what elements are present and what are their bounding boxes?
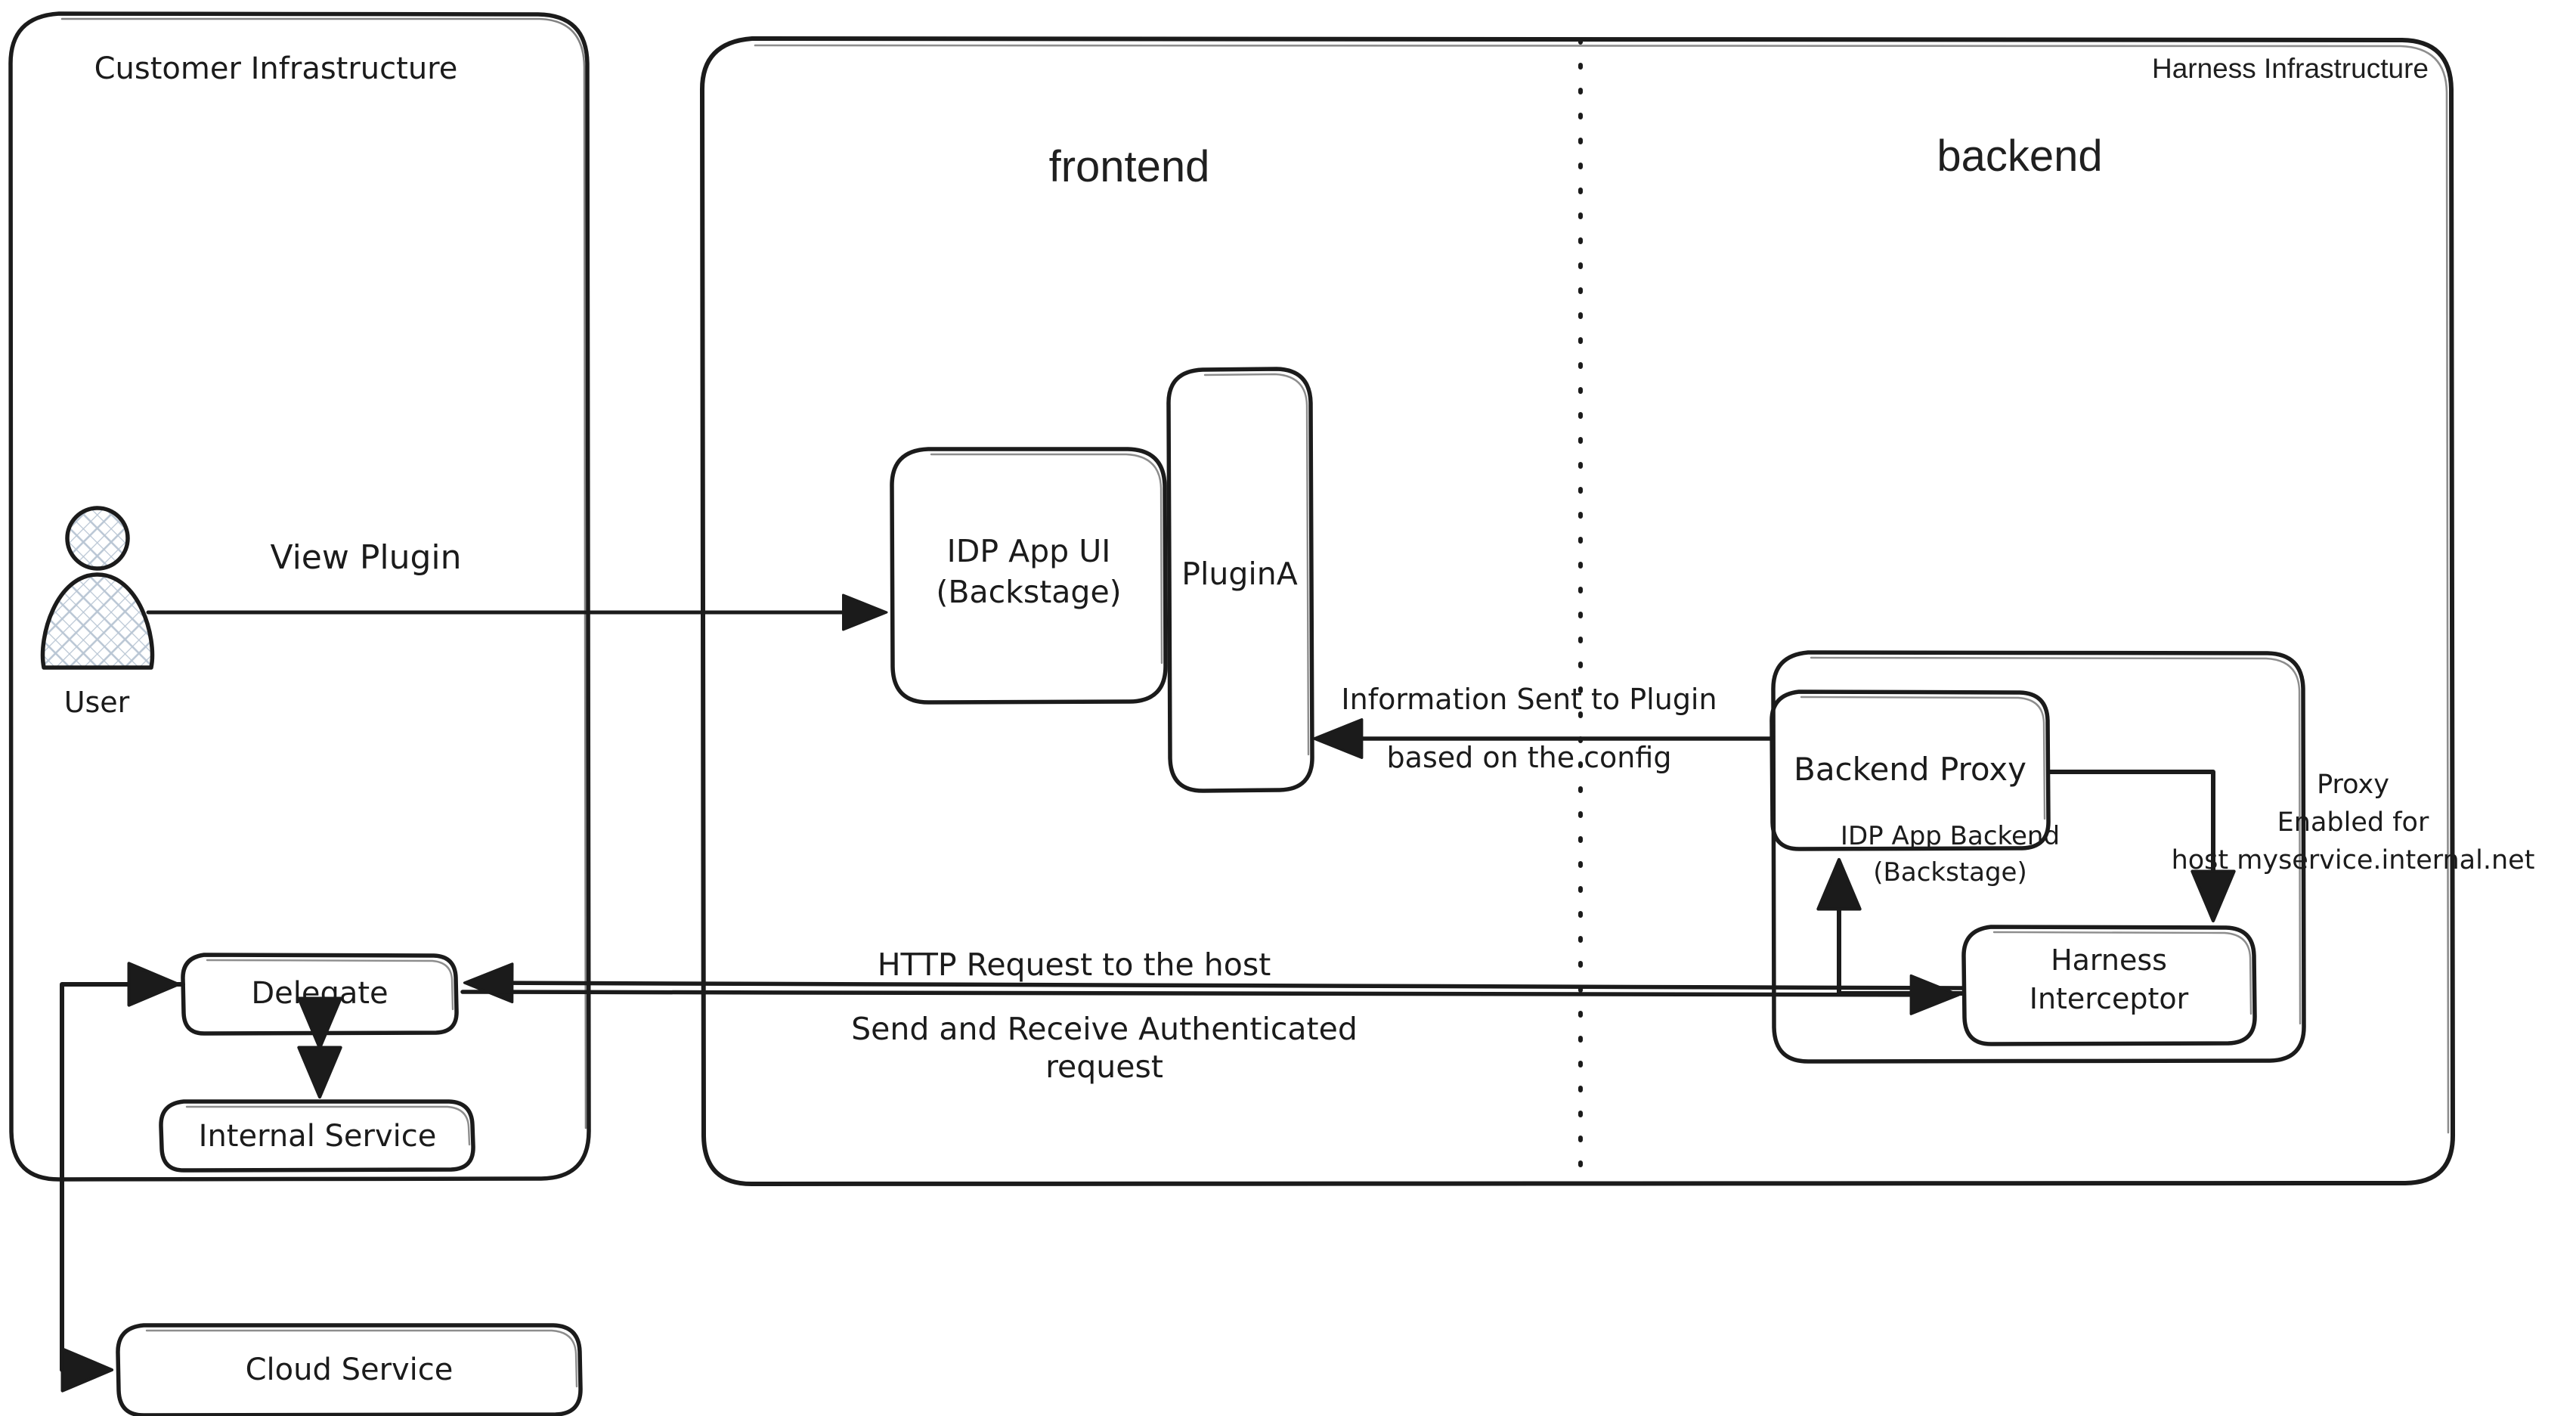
node-harness-interceptor-label-line1: Harness (2051, 943, 2167, 977)
edge-proxy-to-interceptor (2046, 770, 2236, 923)
node-delegate-label: Delegate (251, 976, 388, 1011)
annotation-proxy-enabled-line2: Enabled for (2277, 807, 2429, 838)
node-plugin-a[interactable] (1166, 367, 1314, 793)
annotation-proxy-enabled-line1: Proxy (2317, 770, 2389, 800)
node-delegate[interactable] (181, 953, 459, 1036)
edge-label-information-sent-line1: Information Sent to Plugin (1341, 683, 1717, 716)
node-idp-app-ui-label-line1: IDP App UI (947, 533, 1111, 569)
node-plugin-a-label: PluginA (1181, 556, 1298, 592)
customer-infrastructure-label: Customer Infrastructure (94, 51, 458, 86)
user-actor-label: User (64, 686, 130, 719)
edge-label-send-receive-line1: Send and Receive Authenticated (851, 1011, 1358, 1047)
node-idp-app-backend-group (1771, 650, 2306, 1064)
edge-label-send-receive-line2: request (1045, 1049, 1163, 1085)
node-idp-app-ui[interactable] (890, 447, 1168, 705)
container-harness-infrastructure (699, 36, 2456, 1187)
edge-authenticated-request-to-interceptor (460, 974, 1961, 1015)
node-idp-app-ui-label-line2: (Backstage) (936, 574, 1121, 610)
edge-label-view-plugin: View Plugin (270, 538, 461, 577)
node-cloud-service[interactable] (116, 1323, 583, 1416)
container-customer-infrastructure (8, 11, 591, 1182)
node-backend-proxy[interactable] (1769, 689, 2051, 851)
node-cloud-service-label: Cloud Service (246, 1352, 454, 1387)
edge-delegate-to-cloud-service (60, 982, 185, 1393)
node-idp-app-backend-label-line2: (Backstage) (1873, 857, 2026, 888)
edge-http-request-to-delegate (463, 962, 1966, 1004)
annotation-proxy-enabled-line3: host myservice.internal.net (2172, 845, 2535, 875)
node-internal-service[interactable] (159, 1099, 475, 1173)
edge-label-http-request: HTTP Request to the host (878, 947, 1271, 983)
node-internal-service-label: Internal Service (199, 1119, 437, 1154)
harness-infrastructure-label: Harness Infrastructure (2152, 53, 2429, 84)
zone-label-frontend: frontend (1049, 142, 1210, 191)
node-harness-interceptor-label-line2: Interceptor (2030, 982, 2189, 1015)
zone-label-backend: backend (1937, 132, 2102, 181)
edge-label-information-sent-line2: based on the config (1387, 741, 1672, 774)
node-backend-proxy-label: Backend Proxy (1794, 751, 2026, 788)
node-harness-interceptor[interactable] (1961, 925, 2257, 1046)
user-actor-icon (40, 506, 155, 670)
